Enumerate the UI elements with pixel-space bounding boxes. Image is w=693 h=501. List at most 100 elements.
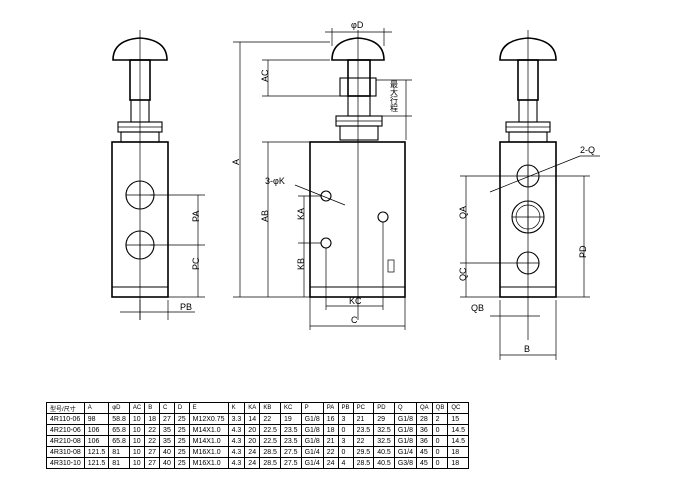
value-cell: 106 bbox=[83, 435, 110, 447]
dim-label-KA: KA bbox=[296, 208, 306, 220]
value-cell: 10 bbox=[128, 446, 146, 458]
column-header: φD bbox=[108, 402, 130, 414]
value-cell: 24 bbox=[244, 446, 261, 458]
value-cell: 81 bbox=[108, 446, 130, 458]
column-header: D bbox=[173, 402, 190, 414]
value-cell: G1/8 bbox=[393, 424, 418, 436]
model-cell: 4R110-06 bbox=[46, 413, 85, 425]
value-cell: 18 bbox=[447, 446, 469, 458]
value-cell: 22 bbox=[322, 446, 339, 458]
value-cell: 25 bbox=[173, 457, 190, 469]
value-cell: 16 bbox=[322, 413, 339, 425]
value-cell: 121.5 bbox=[83, 457, 110, 469]
value-cell: 23.5 bbox=[279, 424, 302, 436]
dim-label-QA: QA bbox=[458, 206, 468, 219]
dim-label-PA: PA bbox=[191, 211, 201, 222]
value-cell: 22 bbox=[352, 435, 375, 447]
model-cell: 4R210-08 bbox=[46, 435, 85, 447]
value-cell: 28.5 bbox=[352, 457, 375, 469]
column-header: PC bbox=[352, 402, 375, 414]
dim-label-PC: PC bbox=[191, 257, 201, 270]
value-cell: G1/8 bbox=[393, 435, 418, 447]
value-cell: 22.5 bbox=[259, 424, 281, 436]
value-cell: 45 bbox=[416, 446, 433, 458]
value-cell: M16X1.0 bbox=[188, 446, 229, 458]
dim-label-AB: AB bbox=[260, 210, 270, 222]
value-cell: 35 bbox=[159, 435, 175, 447]
value-cell: 2 bbox=[431, 413, 449, 425]
value-cell: 4.3 bbox=[227, 457, 246, 469]
value-cell: 25 bbox=[173, 435, 190, 447]
column-header: QB bbox=[431, 402, 449, 414]
value-cell: 27 bbox=[144, 457, 161, 469]
value-cell: 24 bbox=[244, 457, 261, 469]
dim-label-KC: KC bbox=[349, 296, 362, 306]
column-header: PB bbox=[337, 402, 354, 414]
valve-technical-drawing: PA PC PB φD 3-φK A bbox=[111, 20, 600, 360]
dim-label-AC: AC bbox=[260, 69, 270, 82]
right-view: 2-Q QA QC PD QB B bbox=[458, 30, 600, 360]
value-cell: G1/8 bbox=[300, 435, 324, 447]
value-cell: 22 bbox=[144, 435, 161, 447]
value-cell: 25 bbox=[173, 413, 190, 425]
value-cell: 10 bbox=[128, 435, 146, 447]
column-header: B bbox=[144, 402, 161, 414]
column-header: Q bbox=[393, 402, 418, 414]
value-cell: 0 bbox=[431, 435, 449, 447]
value-cell: 27.5 bbox=[279, 446, 302, 458]
value-cell: 19 bbox=[279, 413, 302, 425]
column-header: KA bbox=[244, 402, 261, 414]
value-cell: G1/8 bbox=[300, 413, 324, 425]
value-cell: 4.3 bbox=[227, 435, 246, 447]
column-header: AC bbox=[128, 402, 146, 414]
value-cell: 10 bbox=[128, 424, 146, 436]
value-cell: 65.8 bbox=[108, 424, 130, 436]
value-cell: G1/4 bbox=[393, 446, 418, 458]
value-cell: 29 bbox=[373, 413, 395, 425]
column-header: K bbox=[227, 402, 246, 414]
value-cell: 0 bbox=[337, 424, 354, 436]
value-cell: 10 bbox=[128, 413, 146, 425]
value-cell: 27 bbox=[144, 446, 161, 458]
dim-label-phiD: φD bbox=[351, 20, 364, 30]
value-cell: 32.5 bbox=[373, 435, 395, 447]
value-cell: 40 bbox=[159, 457, 175, 469]
value-cell: 32.5 bbox=[373, 424, 395, 436]
value-cell: 4 bbox=[337, 457, 354, 469]
value-cell: G1/4 bbox=[300, 457, 324, 469]
value-cell: 40.5 bbox=[373, 446, 395, 458]
value-cell: 27 bbox=[159, 413, 175, 425]
column-header: E bbox=[188, 402, 229, 414]
model-cell: 4R310-10 bbox=[46, 457, 85, 469]
column-header: QA bbox=[416, 402, 433, 414]
value-cell: 40 bbox=[159, 446, 175, 458]
value-cell: M12X0.75 bbox=[188, 413, 229, 425]
dim-label-A: A bbox=[231, 159, 241, 165]
value-cell: 22 bbox=[259, 413, 281, 425]
value-cell: 4.3 bbox=[227, 424, 246, 436]
value-cell: 3 bbox=[337, 435, 354, 447]
value-cell: G1/4 bbox=[300, 446, 324, 458]
column-header: KC bbox=[279, 402, 302, 414]
dim-label-B: B bbox=[524, 344, 530, 354]
value-cell: 3.3 bbox=[227, 413, 246, 425]
value-cell: 18 bbox=[144, 413, 161, 425]
corner-label-model: 型号 bbox=[50, 406, 63, 413]
value-cell: 20 bbox=[244, 435, 261, 447]
value-cell: 0 bbox=[431, 446, 449, 458]
value-cell: 22 bbox=[144, 424, 161, 436]
left-view: PA PC PB bbox=[111, 30, 205, 320]
column-header: KB bbox=[259, 402, 281, 414]
value-cell: M16X1.0 bbox=[188, 457, 229, 469]
center-view: φD 3-φK A AC AB bbox=[231, 20, 412, 330]
dim-label-QC: QC bbox=[458, 267, 468, 281]
column-header: PA bbox=[322, 402, 339, 414]
value-cell: 65.8 bbox=[108, 435, 130, 447]
value-cell: 23.5 bbox=[352, 424, 375, 436]
column-header: A bbox=[83, 402, 110, 414]
value-cell: 36 bbox=[416, 424, 433, 436]
value-cell: 21 bbox=[322, 435, 339, 447]
